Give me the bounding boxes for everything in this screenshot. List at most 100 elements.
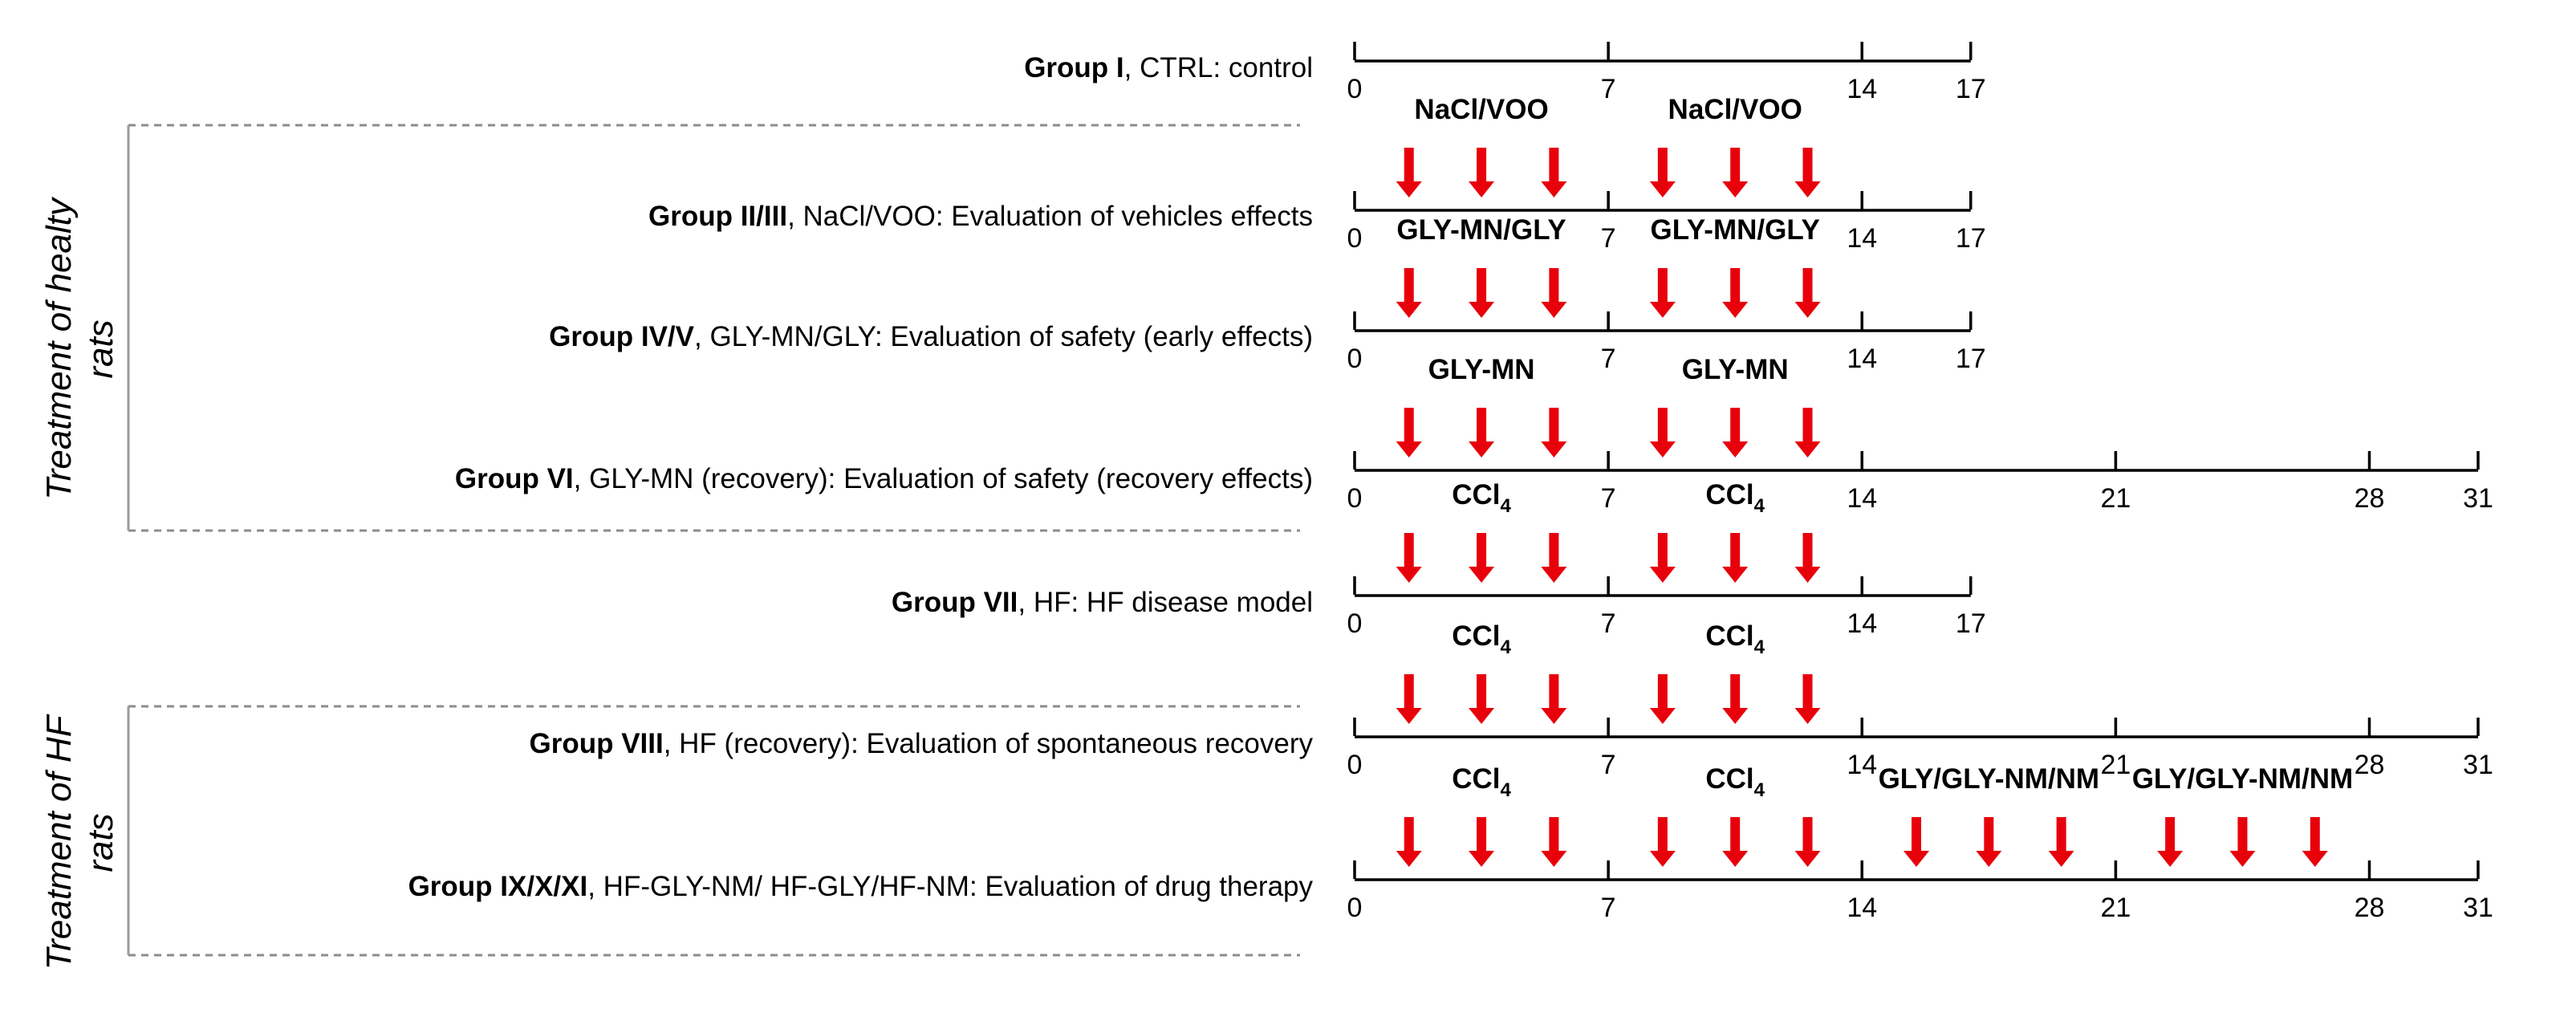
day-tick-label: 0 bbox=[1347, 223, 1363, 254]
dose-arrow bbox=[1541, 148, 1567, 197]
day-tick-label: 31 bbox=[2463, 483, 2493, 514]
group-brackets bbox=[127, 124, 1300, 957]
day-tick-label: 28 bbox=[2355, 893, 2385, 923]
dose-arrow bbox=[1722, 817, 1749, 867]
dose-arrow bbox=[1541, 674, 1567, 724]
day-tick-label: 7 bbox=[1601, 74, 1616, 104]
day-tick-label: 14 bbox=[1847, 750, 1877, 780]
group-name: Group IX/X/XI bbox=[408, 871, 588, 902]
dose-arrow bbox=[1722, 408, 1749, 458]
treatment-label: CCl4 bbox=[1452, 620, 1511, 658]
side-labels: Treatment of healty rats Treatment of HF… bbox=[39, 196, 120, 970]
group-label: Group VIII, HF (recovery): Evaluation of… bbox=[530, 728, 1314, 759]
day-tick-label: 7 bbox=[1601, 608, 1616, 639]
day-tick-label: 7 bbox=[1601, 483, 1616, 514]
group-row: Group II/III, NaCl/VOO: Evaluation of ve… bbox=[648, 94, 1986, 254]
dose-arrow bbox=[1649, 268, 1676, 318]
dose-arrow bbox=[1396, 408, 1422, 458]
dose-arrow bbox=[1469, 148, 1495, 197]
dose-arrow bbox=[1649, 533, 1676, 583]
dose-arrow bbox=[1794, 533, 1821, 583]
day-tick-label: 0 bbox=[1347, 344, 1363, 374]
dose-arrow bbox=[1469, 674, 1495, 724]
day-tick-label: 14 bbox=[1847, 893, 1877, 923]
day-tick-label: 0 bbox=[1347, 893, 1363, 923]
dose-arrow bbox=[1541, 817, 1567, 867]
dose-arrow bbox=[1396, 268, 1422, 318]
dose-arrow bbox=[1794, 817, 1821, 867]
day-tick-label: 31 bbox=[2463, 750, 2493, 780]
dose-arrow bbox=[2157, 817, 2184, 867]
day-tick-label: 17 bbox=[1956, 74, 1986, 104]
day-tick-label: 7 bbox=[1601, 223, 1616, 254]
dose-arrow bbox=[1541, 268, 1567, 318]
dose-arrow bbox=[1469, 817, 1495, 867]
treatment-label: CCl4 bbox=[1452, 479, 1511, 517]
dose-arrow bbox=[1722, 148, 1749, 197]
treatment-label: GLY/GLY-NM/NM bbox=[2132, 763, 2354, 795]
day-tick-label: 14 bbox=[1847, 483, 1877, 514]
day-tick-label: 7 bbox=[1601, 893, 1616, 923]
dose-arrow bbox=[1649, 817, 1676, 867]
dose-arrow bbox=[1396, 674, 1422, 724]
dose-arrow bbox=[1904, 817, 1929, 867]
group-description: , HF-GLY-NM/ HF-GLY/HF-NM: Evaluation of… bbox=[587, 871, 1313, 902]
group-row: Group IX/X/XI, HF-GLY-NM/ HF-GLY/HF-NM: … bbox=[408, 763, 2493, 923]
dose-arrow bbox=[2229, 817, 2256, 867]
group-description: , CTRL: control bbox=[1124, 52, 1313, 83]
dose-arrow bbox=[1649, 408, 1676, 458]
day-tick-label: 0 bbox=[1347, 750, 1363, 780]
day-tick-label: 7 bbox=[1601, 344, 1616, 374]
hf-rats-label-line1: Treatment of HF bbox=[39, 714, 79, 970]
dose-arrow bbox=[1469, 268, 1495, 318]
treatment-label: GLY/GLY-NM/NM bbox=[1879, 763, 2100, 795]
day-tick-label: 21 bbox=[2100, 750, 2131, 780]
dose-arrow bbox=[2302, 817, 2328, 867]
group-name: Group VIII bbox=[530, 728, 664, 759]
hf-rats-label-line2: rats bbox=[81, 813, 120, 872]
dose-arrow bbox=[1469, 408, 1495, 458]
dose-arrow bbox=[1541, 533, 1567, 583]
day-tick-label: 0 bbox=[1347, 74, 1363, 104]
dose-arrow bbox=[1722, 533, 1749, 583]
group-label: Group IX/X/XI, HF-GLY-NM/ HF-GLY/HF-NM: … bbox=[408, 871, 1314, 902]
dose-arrow bbox=[1794, 148, 1821, 197]
group-label: Group IV/V, GLY-MN/GLY: Evaluation of sa… bbox=[549, 321, 1313, 352]
treatment-label: NaCl/VOO bbox=[1414, 94, 1548, 125]
treatment-label: CCl4 bbox=[1452, 763, 1511, 801]
treatment-label: GLY-MN bbox=[1428, 354, 1535, 385]
group-description: , GLY-MN/GLY: Evaluation of safety (earl… bbox=[694, 321, 1313, 352]
day-tick-label: 7 bbox=[1601, 750, 1616, 780]
treatment-label: CCl4 bbox=[1705, 479, 1765, 517]
dose-arrow bbox=[1469, 533, 1495, 583]
group-description: , NaCl/VOO: Evaluation of vehicles effec… bbox=[787, 201, 1313, 232]
day-tick-label: 17 bbox=[1956, 223, 1986, 254]
group-row: Group VI, GLY-MN (recovery): Evaluation … bbox=[455, 354, 2493, 514]
day-tick-label: 14 bbox=[1847, 223, 1877, 254]
dose-arrow bbox=[1396, 533, 1422, 583]
treatment-label: NaCl/VOO bbox=[1668, 94, 1802, 125]
treatment-label: CCl4 bbox=[1705, 620, 1765, 658]
treatment-label: CCl4 bbox=[1705, 763, 1765, 801]
dose-arrow bbox=[1794, 674, 1821, 724]
group-description: , GLY-MN (recovery): Evaluation of safet… bbox=[574, 463, 1313, 494]
dose-arrow bbox=[1722, 674, 1749, 724]
day-tick-label: 21 bbox=[2100, 483, 2131, 514]
day-tick-label: 28 bbox=[2355, 483, 2385, 514]
dose-arrow bbox=[1396, 148, 1422, 197]
day-tick-label: 0 bbox=[1347, 483, 1363, 514]
dose-arrow bbox=[1649, 148, 1676, 197]
healthy-rats-label-line2: rats bbox=[81, 319, 120, 378]
day-tick-label: 21 bbox=[2100, 893, 2131, 923]
day-tick-label: 0 bbox=[1347, 608, 1363, 639]
group-name: Group I bbox=[1024, 52, 1123, 83]
dose-arrow bbox=[1976, 817, 2002, 867]
group-description: , HF (recovery): Evaluation of spontaneo… bbox=[664, 728, 1314, 759]
dose-arrow bbox=[2048, 817, 2074, 867]
day-tick-label: 14 bbox=[1847, 344, 1877, 374]
group-row: Group VIII, HF (recovery): Evaluation of… bbox=[530, 620, 2493, 780]
